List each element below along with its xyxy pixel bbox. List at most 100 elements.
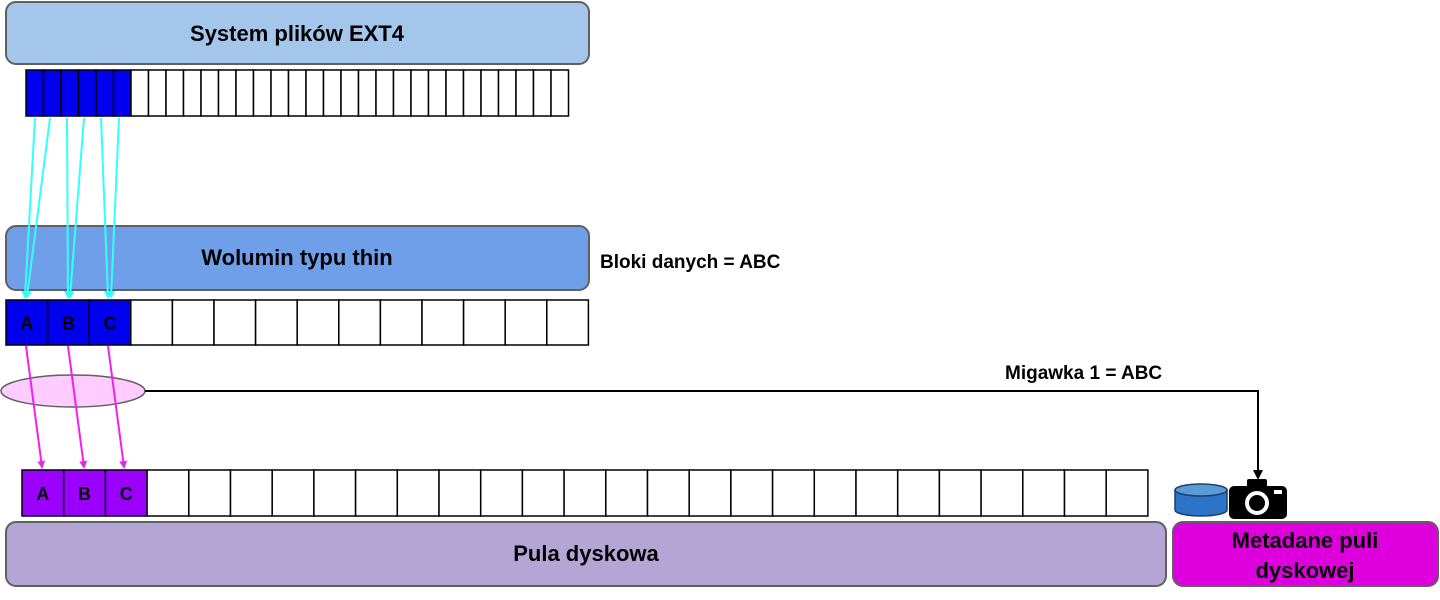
pool-empty-block — [563, 469, 607, 517]
ext4-empty-block — [445, 69, 465, 117]
ext4-used-block — [77, 69, 97, 117]
ext4-empty-block — [235, 69, 255, 117]
ext4-empty-block — [305, 69, 325, 117]
ext4-empty-block — [200, 69, 220, 117]
thin-empty-block — [338, 299, 382, 346]
ext4-empty-block — [392, 69, 412, 117]
ext4-empty-block — [147, 69, 167, 117]
mapping-arrow — [23, 117, 51, 299]
database-icon — [1174, 483, 1228, 517]
ext4-empty-block — [182, 69, 202, 117]
ext4-empty-block — [287, 69, 307, 117]
ext4-empty-block — [550, 69, 570, 117]
pool-empty-block — [313, 469, 357, 517]
ext4-empty-block — [322, 69, 342, 117]
pool-empty-block — [271, 469, 315, 517]
ext4-to-thin-arrows — [21, 117, 120, 299]
thin-empty-block — [546, 299, 590, 346]
ext4-title: System plików EXT4 — [190, 21, 405, 46]
ext4-empty-block — [462, 69, 482, 117]
mapping-arrow — [63, 117, 72, 299]
ext4-empty-block — [427, 69, 447, 117]
thin-empty-block — [213, 299, 257, 346]
mapping-arrow — [107, 117, 120, 299]
thin-block-letter: B — [62, 314, 75, 334]
ext4-empty-block — [252, 69, 272, 117]
pool-metadata-title-line1: Metadane puli — [1232, 528, 1379, 553]
ext4-empty-block — [270, 69, 290, 117]
thin-empty-block — [171, 299, 215, 346]
ext4-empty-block — [410, 69, 430, 117]
ext4-used-block — [60, 69, 80, 117]
thin-volume-box — [5, 225, 590, 291]
snapshot-label: Migawka 1 = ABC — [1005, 363, 1162, 384]
ext4-empty-block — [480, 69, 500, 117]
ext4-box — [5, 1, 590, 65]
pool-used-block — [62, 469, 107, 517]
pool-empty-block — [229, 469, 273, 517]
disk-pool-title: Pula dyskowa — [513, 541, 659, 566]
pool-empty-block — [188, 469, 232, 517]
ext4-empty-block — [375, 69, 395, 117]
pool-empty-block — [396, 469, 440, 517]
mapping-arrow — [107, 345, 128, 469]
data-blocks-label: Bloki danych = ABC — [600, 252, 781, 273]
pool-empty-block — [479, 469, 524, 517]
pool-empty-block — [146, 469, 190, 517]
snapshot-connector — [145, 390, 1263, 480]
pool-empty-block — [1063, 469, 1107, 517]
pool-empty-block — [646, 469, 690, 517]
ext4-used-block — [95, 69, 115, 117]
thin-empty-block — [130, 299, 174, 346]
thin-used-block — [5, 299, 49, 346]
pool-block-letter: C — [120, 484, 133, 504]
pool-block-letter: B — [78, 484, 91, 504]
ext4-empty-block — [340, 69, 360, 117]
pool-empty-block — [813, 469, 857, 517]
thin-block-letter: C — [104, 314, 117, 334]
pool-metadata-title-line2: dyskowej — [1255, 558, 1354, 583]
pool-empty-block — [730, 469, 774, 517]
pool-empty-block — [354, 469, 399, 517]
pool-empty-block — [980, 469, 1024, 517]
pool-empty-block — [688, 469, 732, 517]
ext4-empty-block — [515, 69, 535, 117]
ext4-empty-block — [357, 69, 377, 117]
pool-block-letter: A — [36, 484, 49, 504]
thin-empty-block — [504, 299, 548, 346]
ext4-used-block — [25, 69, 45, 117]
mapping-arrow — [66, 117, 85, 299]
mapping-arrow — [67, 345, 88, 469]
ext4-used-block — [112, 69, 132, 117]
thin-volume-title: Wolumin typu thin — [201, 245, 392, 270]
pool-metadata-box — [1172, 521, 1439, 587]
thin-block-strip: A B C — [5, 299, 590, 346]
ext4-empty-block — [217, 69, 237, 117]
pool-empty-block — [938, 469, 982, 517]
pool-block-strip: A B C — [21, 469, 1149, 517]
pool-empty-block — [896, 469, 941, 517]
pool-empty-block — [605, 469, 649, 517]
thin-empty-block — [254, 299, 298, 346]
mapping-arrow — [25, 345, 46, 469]
pool-empty-block — [1022, 469, 1066, 517]
ext4-block-strip — [25, 69, 570, 117]
pool-empty-block — [521, 469, 565, 517]
thin-empty-block — [421, 299, 465, 346]
mapping-arrow — [21, 117, 36, 299]
thin-empty-block — [296, 299, 340, 346]
thin-empty-block — [462, 299, 506, 346]
ext4-used-block — [42, 69, 62, 117]
ext4-empty-block — [130, 69, 150, 117]
thin-to-pool-arrows — [25, 345, 128, 469]
pool-empty-block — [438, 469, 482, 517]
pool-empty-block — [771, 469, 816, 517]
disk-pool-box — [5, 521, 1167, 587]
thin-block-letter: A — [20, 314, 33, 334]
ext4-empty-block — [165, 69, 185, 117]
thin-empty-block — [379, 299, 423, 346]
pool-empty-block — [855, 469, 899, 517]
camera-icon — [1229, 479, 1287, 519]
mapping-arrow — [100, 117, 112, 299]
